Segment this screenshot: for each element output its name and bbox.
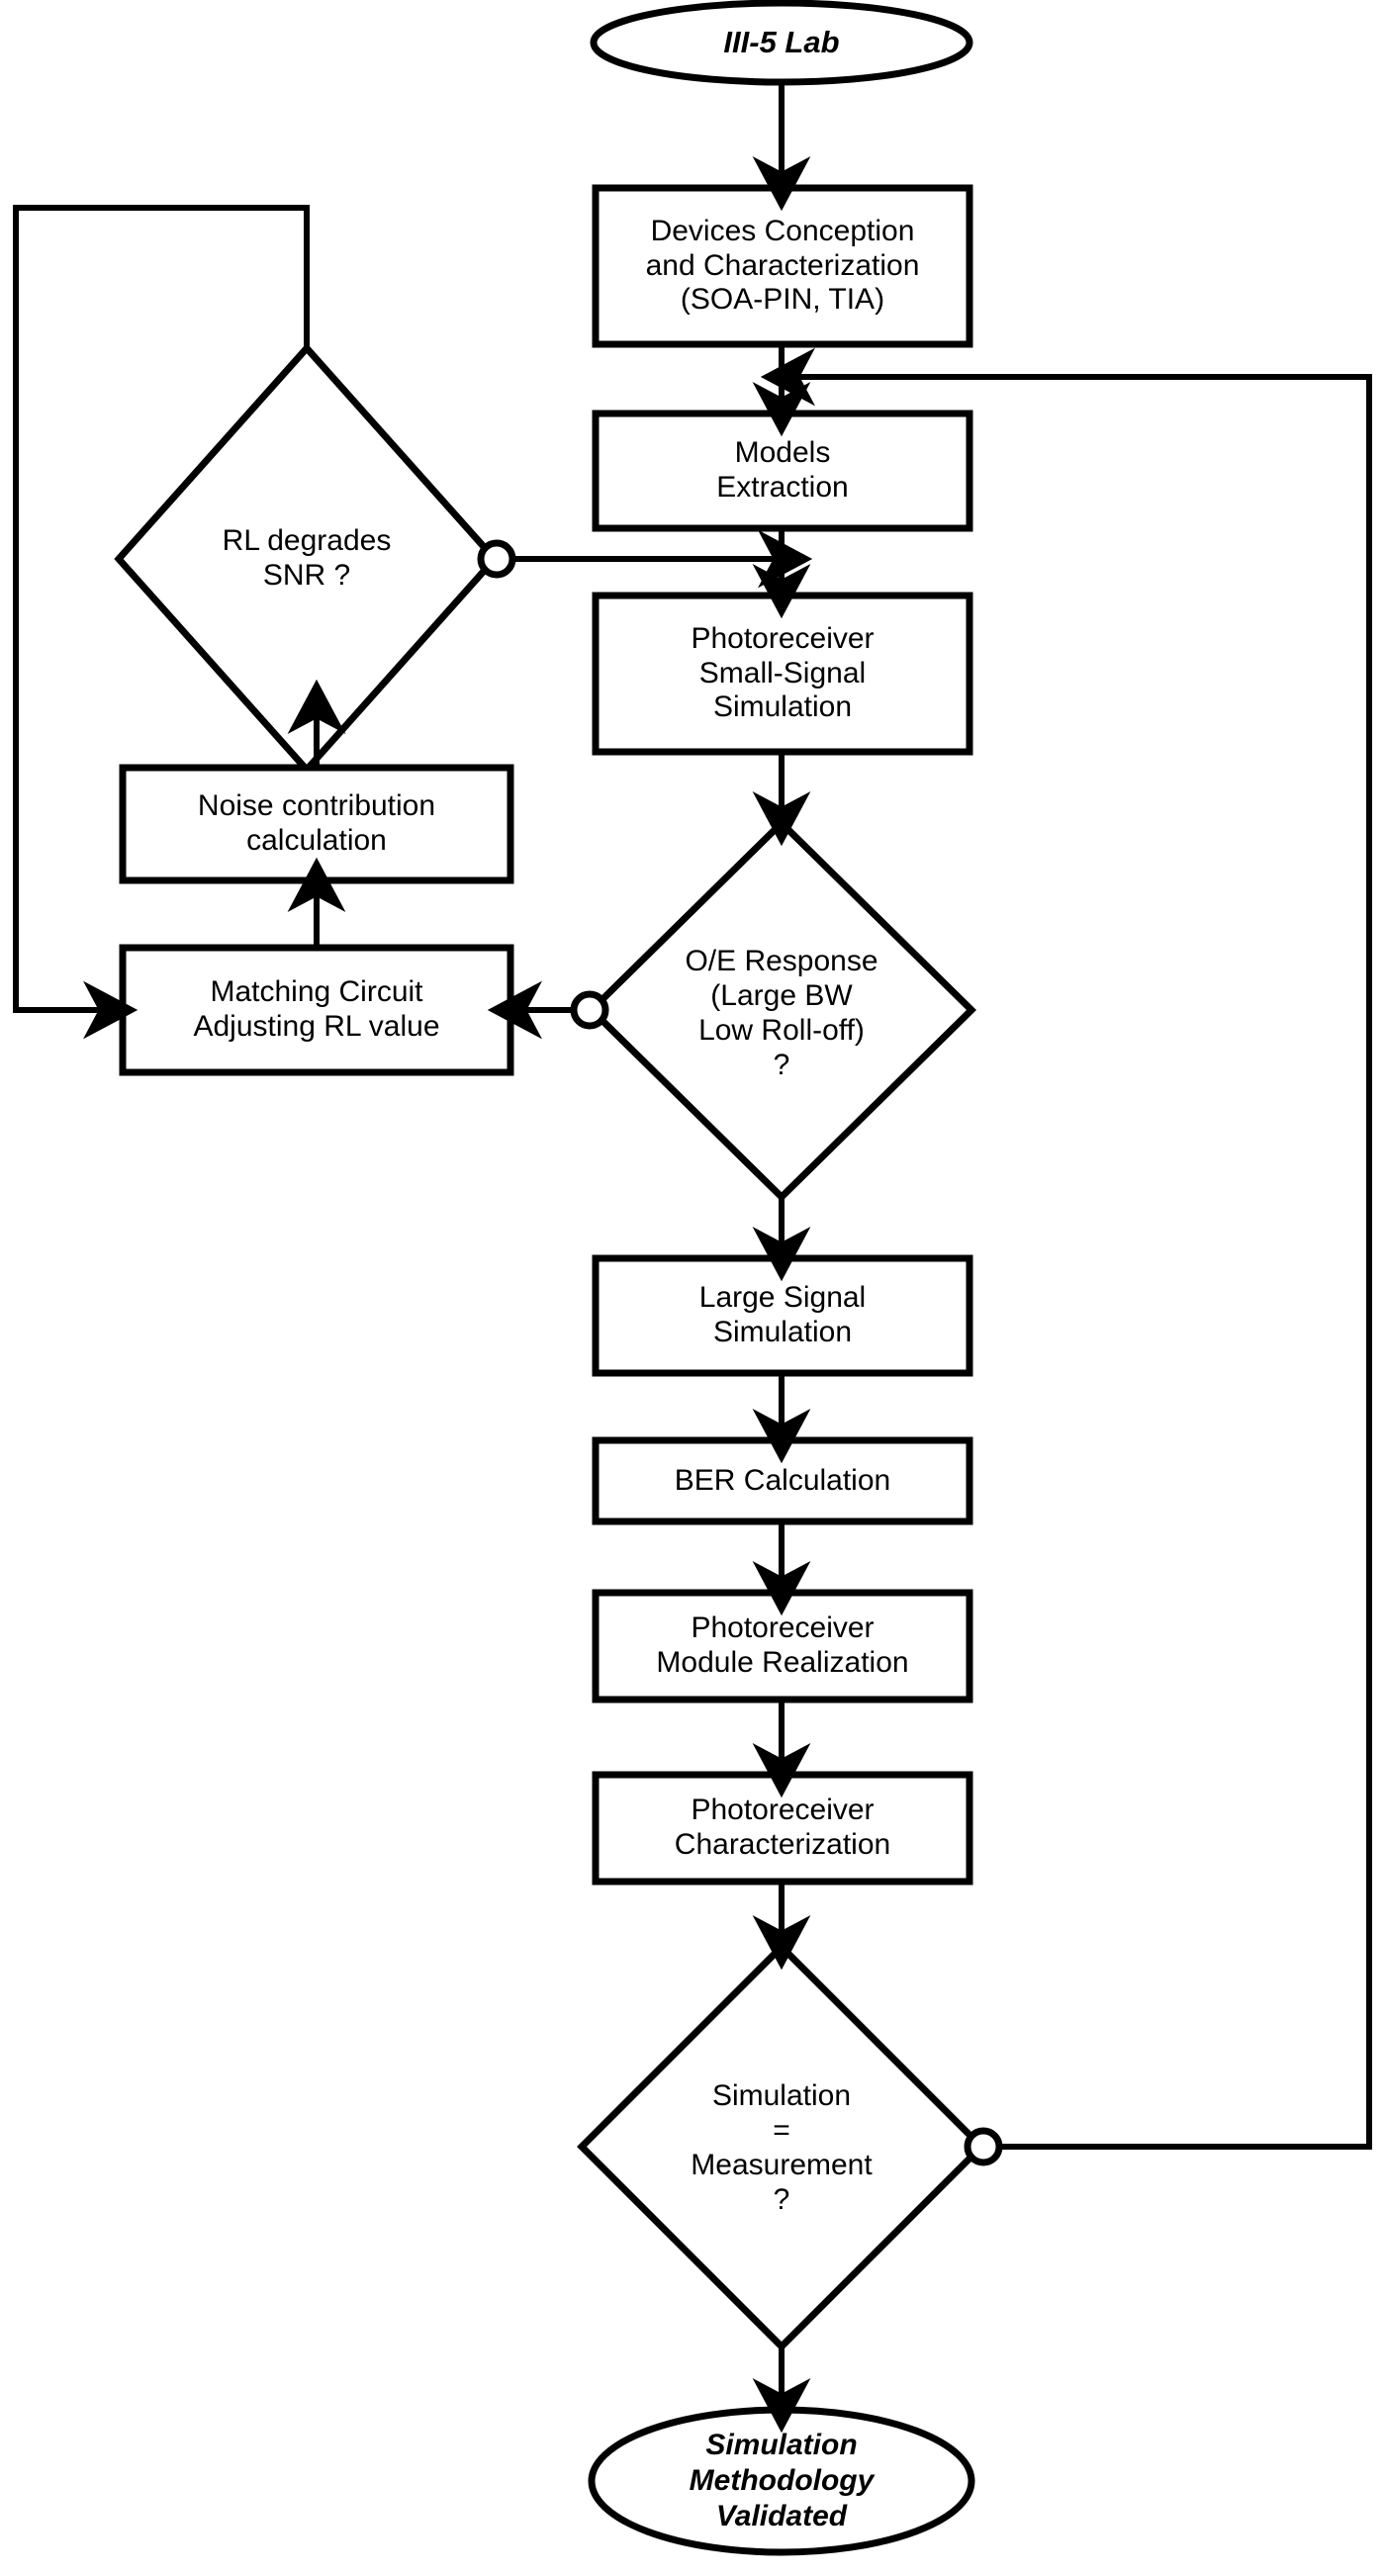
shape-small-signal-sim: [592, 592, 973, 756]
shape-devices-conception: [592, 184, 973, 348]
shape-photoreceiver-char: [592, 1771, 973, 1886]
shape-ber-calculation: [592, 1436, 973, 1525]
shape-rl-degrades-snr: [114, 342, 500, 776]
shape-module-realization: [592, 1589, 973, 1703]
shape-models-extraction: [592, 410, 973, 532]
shape-simulation-equals-measurement: [577, 1942, 986, 2351]
shape-noise-contribution: [119, 764, 514, 884]
shape-large-signal-sim: [592, 1254, 973, 1377]
edge-simulation-check-loop-to-models: [760, 347, 1372, 2150]
junction-circle-simulation-check: [964, 2127, 1003, 2166]
shape-matching-circuit: [119, 944, 514, 1076]
junction-circle-rl-diamond: [477, 539, 516, 579]
edge-rl-loop-to-matching: [13, 205, 310, 1040]
shape-oe-response: [587, 818, 976, 1202]
shape-start-terminal: [590, 0, 973, 86]
shape-end-terminal: [588, 2406, 975, 2556]
junction-circle-oe-diamond: [570, 990, 609, 1030]
